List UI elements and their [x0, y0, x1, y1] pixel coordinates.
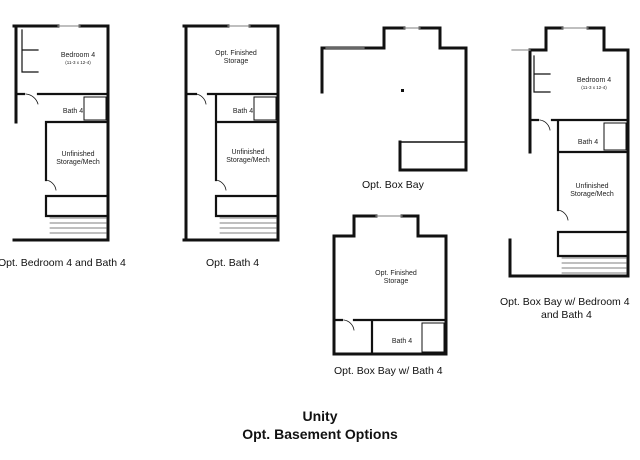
interior-wall: [528, 118, 630, 258]
plan-box-bay-bath4: [332, 214, 448, 356]
door-swing: [215, 179, 227, 191]
p5-caption-line2: and Bath 4: [541, 309, 592, 321]
door-swing: [45, 179, 57, 191]
p5-caption-line1: Opt. Box Bay w/ Bedroom 4: [500, 296, 630, 308]
bathtub: [421, 322, 445, 353]
outer-wall: [320, 26, 468, 172]
p4-storage-line2: Storage: [384, 278, 409, 285]
interior-wall: [184, 92, 280, 218]
p1-storage-line1: Unfinished: [61, 151, 94, 158]
interior-wall: [332, 318, 448, 356]
p4-bath-label: Bath 4: [392, 338, 412, 345]
bathtub: [83, 96, 107, 121]
p4-caption: Opt. Box Bay w/ Bath 4: [334, 365, 443, 377]
interior-wall: [14, 92, 110, 218]
plan-bath4: [182, 24, 280, 242]
p2-unfinished-line1: Unfinished: [231, 149, 264, 156]
plan-box-bay-bedroom4-bath4: [508, 26, 630, 278]
stairs: [561, 257, 627, 274]
bathtub: [603, 122, 627, 151]
outer-wall: [332, 214, 448, 356]
door-swing: [195, 93, 207, 105]
stairs: [49, 217, 107, 234]
outer-wall: [182, 24, 280, 242]
p5-storage-line2: Storage/Mech: [570, 191, 614, 198]
bathtub: [253, 96, 277, 121]
p5-bedroom-label: Bedroom 4: [577, 77, 611, 84]
outer-wall: [12, 24, 110, 242]
p2-storage-line2: Storage: [224, 58, 249, 65]
p2-storage-line1: Opt. Finished: [215, 50, 257, 57]
p5-bedroom-dims: (11-3 x 12-4): [581, 85, 607, 90]
diagram-title-line1: Unity: [302, 408, 338, 424]
p1-caption: Opt. Bedroom 4 and Bath 4: [0, 257, 126, 269]
closet-wall: [21, 29, 39, 73]
p1-storage-line2: Storage/Mech: [56, 159, 100, 166]
p4-storage-line1: Opt. Finished: [375, 270, 417, 277]
p5-storage-line1: Unfinished: [575, 183, 608, 190]
p2-unfinished-line2: Storage/Mech: [226, 157, 270, 164]
p1-bath-label: Bath 4: [63, 108, 83, 115]
p1-bedroom-label: Bedroom 4: [61, 52, 95, 59]
p2-bath-label: Bath 4: [233, 108, 253, 115]
door-swing: [539, 119, 551, 131]
door-swing: [343, 319, 355, 331]
door-swing: [557, 209, 569, 221]
stairs: [219, 217, 277, 234]
plan-box-bay: [320, 26, 468, 172]
p2-caption: Opt. Bath 4: [206, 257, 260, 269]
p3-caption: Opt. Box Bay: [362, 179, 424, 191]
p1-bedroom-dims: (11-3 x 12-4): [65, 60, 91, 65]
diagram-title-line2: Opt. Basement Options: [242, 426, 398, 442]
p5-bath-label: Bath 4: [578, 139, 598, 146]
door-swing: [25, 93, 39, 105]
closet-wall: [533, 55, 551, 93]
outer-wall: [508, 26, 630, 278]
column: [401, 89, 404, 92]
plan-bedroom4-bath4: [12, 24, 110, 242]
